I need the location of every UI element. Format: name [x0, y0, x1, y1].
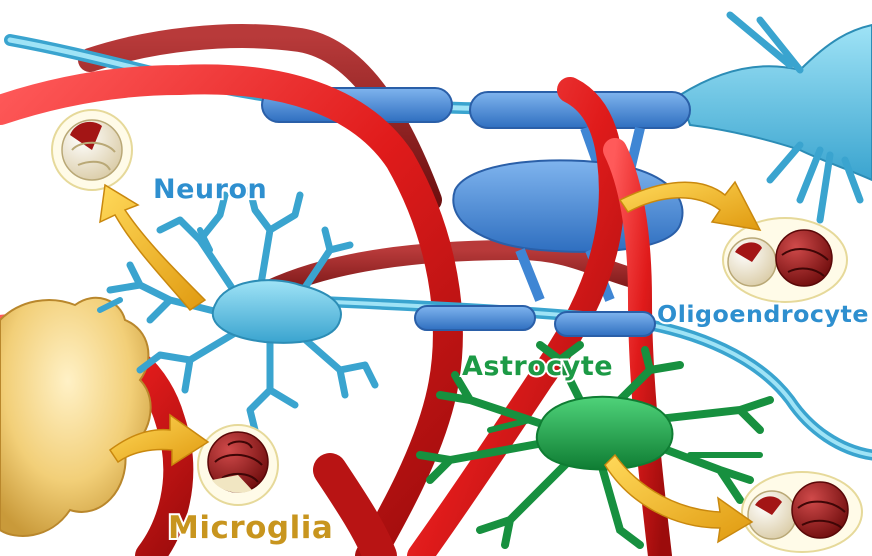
microglia-cell	[0, 298, 151, 536]
astrocyte-label: Astrocyte	[462, 351, 613, 382]
sphere-group-oligodendrocyte	[723, 218, 847, 302]
astrocyte-soma	[537, 397, 673, 470]
sphere-group-neuron	[52, 110, 132, 190]
neuron-label: Neuron	[153, 174, 267, 205]
microglia-label: Microglia	[168, 510, 333, 546]
oligodendrocyte-label: Oligoendrocyte	[657, 302, 869, 328]
neuron-soma	[213, 280, 341, 343]
sphere-group-astrocyte	[742, 472, 862, 552]
sphere-group-microglia	[198, 425, 278, 505]
